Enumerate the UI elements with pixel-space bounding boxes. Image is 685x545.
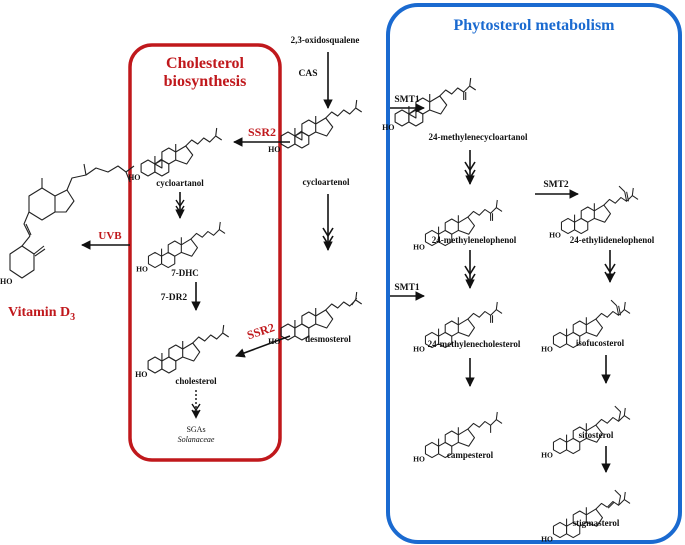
dhc-mol: HO xyxy=(136,221,226,273)
label-cholesterol: cholesterol xyxy=(175,376,217,386)
label-24-methylenecholesterol: 24-methylenecholesterol xyxy=(428,339,521,349)
arrow-sgas-heads xyxy=(191,403,201,418)
cholesterol-title-line2: biosynthesis xyxy=(164,73,247,90)
cycloartenol-mol-ho-label: HO xyxy=(268,145,280,154)
arrow-multi-methylenelophenol-heads xyxy=(464,161,476,180)
label-24-methylenecycloartanol: 24-methylenecycloartanol xyxy=(429,132,528,142)
enzyme-ssr2-top: SSR2 xyxy=(248,125,276,139)
label-desmosterol: desmosterol xyxy=(305,334,351,344)
enzyme-cas: CAS xyxy=(298,69,317,79)
sitosterol-mol: HO xyxy=(541,405,631,459)
enzyme-smt2: SMT2 xyxy=(543,180,569,190)
cycloartenol-mol: HO xyxy=(268,99,363,154)
cholesterol-title-line1: Cholesterol xyxy=(166,55,244,72)
enzyme-smt1-top: SMT1 xyxy=(394,95,420,105)
campesterol-mol: HO xyxy=(413,411,503,463)
enzyme-smt1-bottom: SMT1 xyxy=(394,283,420,293)
label-cycloartenol: cycloartenol xyxy=(303,177,350,187)
methylenecycloartanol-mol-ho-label: HO xyxy=(382,123,394,132)
cycloartanol-mol: HO xyxy=(128,127,223,182)
methylenecholesterol-mol: HO xyxy=(413,301,503,353)
label-campesterol: campesterol xyxy=(447,450,494,460)
dhc-mol-ho-label: HO xyxy=(136,264,148,273)
stigmasterol-mol: HO xyxy=(541,489,631,543)
isofucosterol-mol-ho-label: HO xyxy=(541,344,553,353)
cholesterol-panel xyxy=(128,43,282,462)
isofucosterol-mol: HO xyxy=(541,299,631,353)
vitamin-d-structure: HO xyxy=(0,163,135,286)
cholesterol-mol-ho-label: HO xyxy=(135,370,147,379)
label-cycloartanol: cycloartanol xyxy=(156,178,204,188)
arrow-multi-methylenecholesterol-heads xyxy=(464,265,476,284)
cholesterol-mol: HO xyxy=(135,324,230,379)
phytosterol-panel xyxy=(386,3,682,544)
label-sgas: SGAs xyxy=(186,425,205,434)
methylenecholesterol-mol-ho-label: HO xyxy=(413,344,425,353)
methylenelophenol-mol-ho-label: HO xyxy=(413,242,425,251)
cycloartanol-mol-ho-label: HO xyxy=(128,173,140,182)
stigmasterol-mol-ho-label: HO xyxy=(541,534,553,543)
methylenelophenol-mol: HO xyxy=(413,199,503,251)
label-isofucosterol: isofucosterol xyxy=(576,338,625,348)
svg-text:HO: HO xyxy=(0,277,12,286)
label-stigmasterol: stigmasterol xyxy=(573,518,620,528)
label-oxidosqualene: 2,3-oxidosqualene xyxy=(291,35,360,45)
campesterol-mol-ho-label: HO xyxy=(413,454,425,463)
vitamin-d-main: Vitamin D xyxy=(8,305,70,320)
arrow-multi-heads xyxy=(322,227,334,246)
sitosterol-mol-ho-label: HO xyxy=(541,450,553,459)
enzyme-uvb: UVB xyxy=(98,230,122,242)
arrow-ssr2-bottom xyxy=(235,335,291,358)
methylenecycloartanol-mol: HO xyxy=(382,77,477,132)
enzyme-7dr2: 7-DR2 xyxy=(161,293,188,303)
ethylidenelophenol-mol-ho-label: HO xyxy=(549,230,561,239)
arrow-multi-dhc-heads xyxy=(175,199,185,214)
label-sitosterol: sitosterol xyxy=(579,430,614,440)
label-solanaceae: Solanaceae xyxy=(178,435,215,444)
label-24-methylenelophenol: 24-methylenelophenol xyxy=(432,235,517,245)
arrow-multi-isofucosterol-heads xyxy=(604,263,616,282)
label-24-ethylidenelophenol: 24-ethylidenelophenol xyxy=(570,235,655,245)
ethylidenelophenol-mol: HO xyxy=(549,185,639,239)
phytosterol-title: Phytosterol metabolism xyxy=(453,17,615,34)
vitamin-d-subscript: 3 xyxy=(70,312,75,323)
label-vitamin-d: Vitamin D3 xyxy=(8,305,75,323)
label-7dhc: 7-DHC xyxy=(171,268,199,278)
